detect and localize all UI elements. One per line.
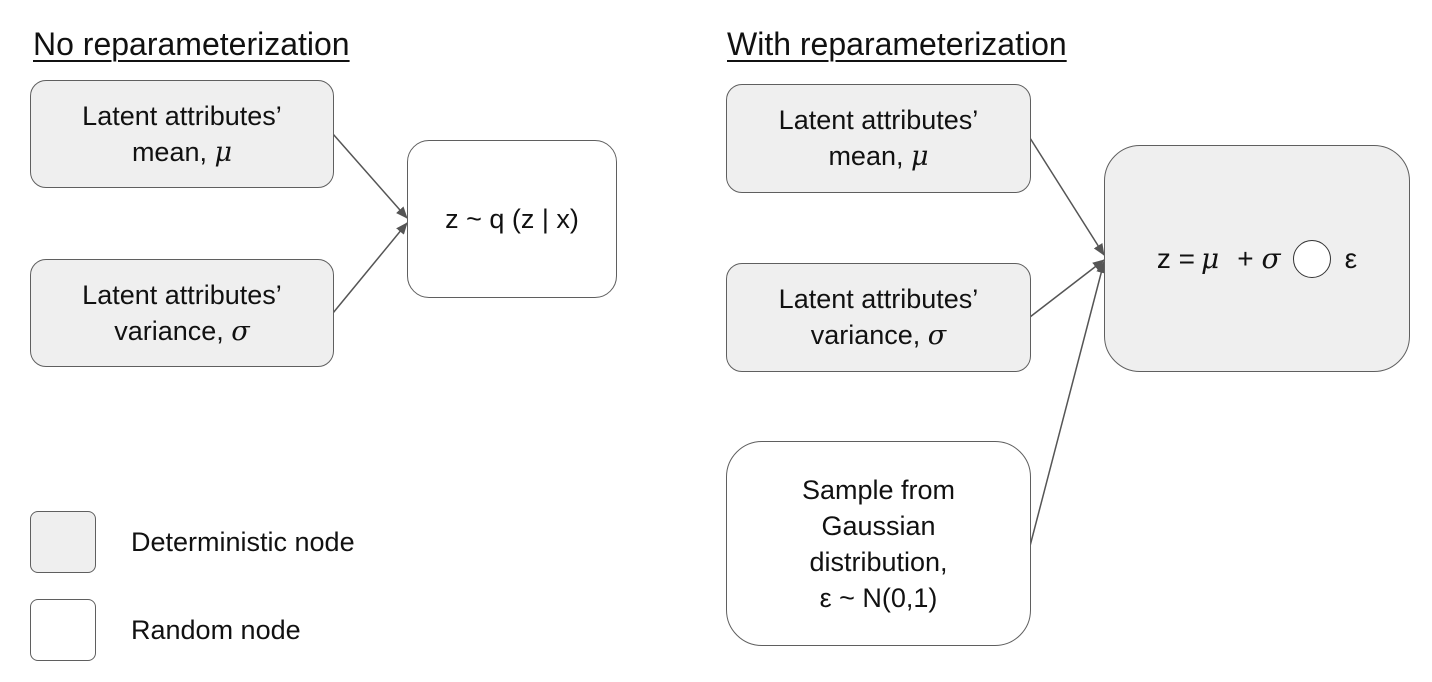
left-variance-line1: Latent attributes’ [82, 279, 282, 310]
left-variance-node: Latent attributes’ variance, σ [30, 259, 334, 367]
hadamard-product-icon [1292, 239, 1331, 278]
right-gaussian-node: Sample from Gaussian distribution, ε ~ N… [726, 441, 1031, 646]
arrow-rvariance-to-z [1029, 259, 1105, 318]
left-mean-node: Latent attributes’ mean, μ [30, 80, 334, 188]
left-mean-line2-text: mean, [131, 136, 215, 167]
gaussian-line-2: Gaussian [821, 510, 936, 541]
right-variance-line2-text: variance, [810, 320, 928, 350]
gaussian-line-4: ε ~ N(0,1) [819, 582, 938, 613]
gaussian-line-1: Sample from [801, 474, 956, 505]
z-eq-mu: μ [1200, 241, 1220, 275]
arrow-variance-to-sample [332, 222, 408, 314]
z-eq-plus: + [1237, 242, 1254, 274]
z-eq-prefix: z = [1156, 242, 1195, 274]
right-variance-node: Latent attributes’ variance, σ [726, 263, 1031, 372]
right-mean-line2-text: mean, [828, 141, 911, 171]
z-eq-sigma: σ [1261, 241, 1281, 275]
left-sample-node: z ~ q (z | x) [407, 140, 617, 298]
right-variance-symbol: σ [927, 320, 947, 351]
legend-deterministic-swatch [30, 511, 96, 573]
left-variance-line2-text: variance, [114, 315, 232, 346]
gaussian-line-3: distribution, [809, 546, 948, 577]
left-title: No reparameterization [33, 26, 350, 62]
right-mean-line2: mean, μ [779, 138, 979, 175]
right-z-node: z = μ + σ ε [1104, 145, 1410, 372]
left-variance-symbol: σ [231, 315, 250, 347]
legend-deterministic-label: Deterministic node [131, 527, 355, 557]
legend-random-label: Random node [131, 615, 301, 645]
left-mean-line2: mean, μ [82, 134, 282, 171]
right-mean-line1: Latent attributes’ [778, 105, 979, 135]
right-mean-node: Latent attributes’ mean, μ [726, 84, 1031, 193]
z-eq-epsilon: ε [1344, 242, 1358, 274]
left-variance-line2: variance, σ [82, 313, 282, 350]
arrow-mean-to-sample [332, 133, 408, 219]
arrow-rmean-to-z [1029, 137, 1105, 256]
arrow-gaussian-to-z [1029, 261, 1107, 547]
left-mean-symbol: μ [214, 136, 233, 168]
z-equation: z = μ + σ ε [1156, 239, 1358, 278]
left-mean-line1: Latent attributes’ [82, 100, 282, 131]
right-variance-line1: Latent attributes’ [778, 284, 979, 314]
right-title: With reparameterization [727, 26, 1067, 62]
right-variance-line2: variance, σ [779, 317, 979, 354]
right-mean-symbol: μ [910, 141, 929, 172]
legend-random-swatch [30, 599, 96, 661]
left-sample-text: z ~ q (z | x) [445, 204, 579, 234]
